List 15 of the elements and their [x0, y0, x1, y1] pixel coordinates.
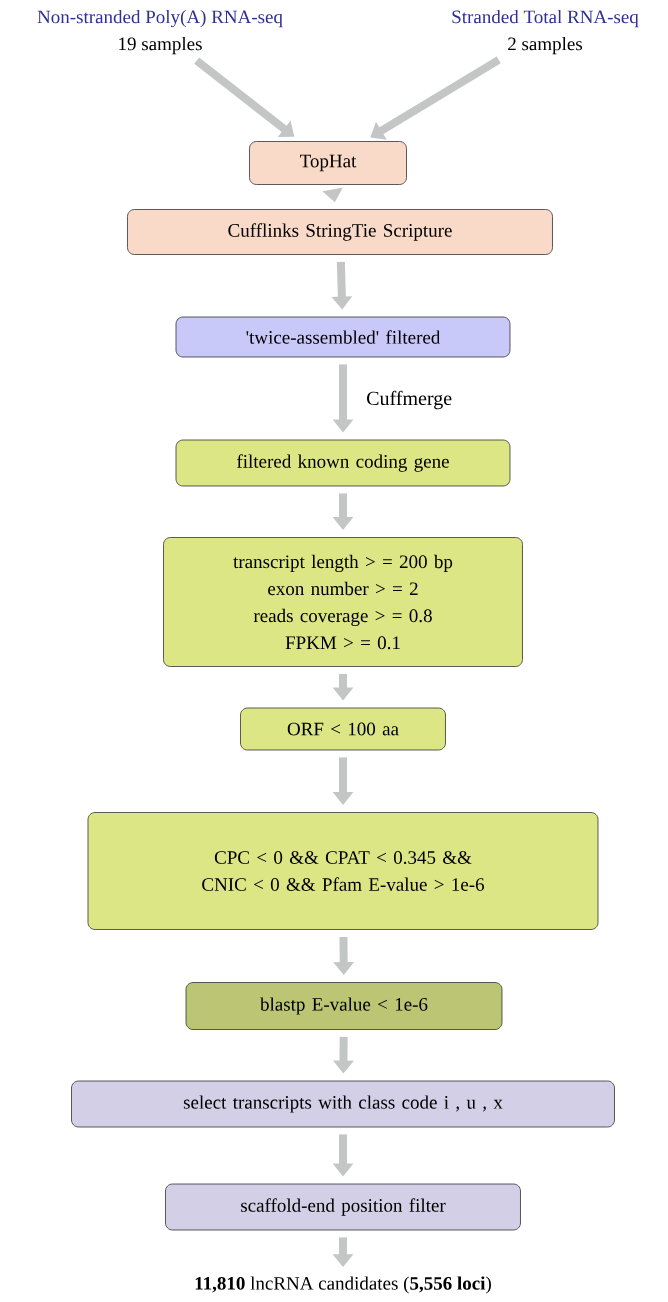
filter-box: ORF < 100 aa [240, 707, 446, 751]
source-label: Non-stranded Poly(A) RNA-seq 19 samples [37, 9, 283, 55]
process-box: Cufflinks StringTie Scripture [127, 209, 553, 255]
filter-box: CPC < 0 && CPAT < 0.345 && CNIC < 0 && Pfam E-value > 1e-6 [87, 812, 599, 930]
filter-box: transcript length > = 200 bp exon number > = 2 reads coverage > = 0.8 FPKM > = 0.1 [163, 537, 523, 667]
block-arrow [370, 56, 501, 140]
filter-box: scaffold-end position filter [165, 1183, 521, 1231]
filter-box: select transcripts with class code i , u , x [71, 1080, 615, 1128]
filter-box: 'twice-assembled' filtered [175, 316, 511, 358]
result-text: 11,810 lncRNA candidates (5,556 loci) [195, 1276, 491, 1294]
edge-label: Cuffmerge [365, 389, 454, 411]
process-box: TopHat [249, 141, 407, 185]
source-label: Stranded Total RNA-seq 2 samples [452, 9, 639, 55]
filter-box: filtered known coding gene [175, 439, 511, 487]
filter-box: blastp E-value < 1e-6 [185, 982, 503, 1030]
